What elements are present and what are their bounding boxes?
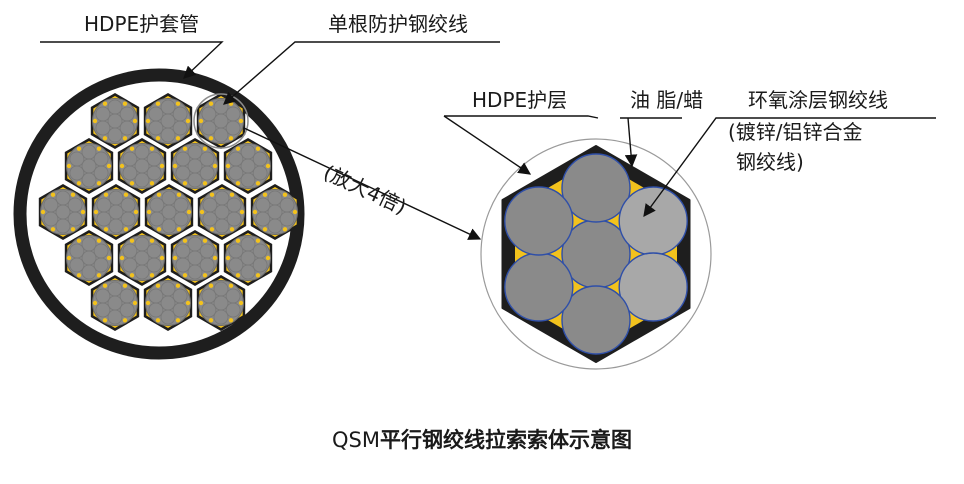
title-main: 平行钢绞线拉索索体示意图 bbox=[379, 428, 632, 452]
protected-strand bbox=[38, 184, 88, 240]
outer-wire bbox=[561, 285, 631, 355]
protected-strand bbox=[91, 184, 141, 240]
outer-wire bbox=[618, 252, 688, 322]
protected-strand bbox=[223, 230, 273, 286]
label-hdpe-sheath: HDPE护套管 bbox=[84, 12, 200, 36]
protected-strand bbox=[143, 275, 193, 331]
label-single-strand: 单根防护钢绞线 bbox=[328, 12, 468, 36]
protected-strand bbox=[143, 93, 193, 149]
protected-strand bbox=[223, 138, 273, 194]
label-galvanized-line2: 钢绞线) bbox=[736, 150, 804, 174]
leader-epoxy bbox=[643, 117, 936, 218]
leader-grease bbox=[620, 117, 682, 168]
outer-wire bbox=[504, 186, 574, 256]
protected-strand bbox=[90, 275, 140, 331]
strand-array bbox=[38, 93, 300, 331]
protected-strand bbox=[196, 275, 246, 331]
leader-single-strand bbox=[223, 41, 500, 105]
outer-wire bbox=[618, 186, 688, 256]
protected-strand bbox=[90, 93, 140, 149]
protected-strand bbox=[197, 184, 247, 240]
protected-strand bbox=[170, 230, 220, 286]
protected-strand bbox=[117, 138, 167, 194]
label-grease: 油 脂/蜡 bbox=[630, 88, 704, 112]
outer-wire bbox=[561, 153, 631, 223]
protected-strand bbox=[170, 138, 220, 194]
leader-lines bbox=[40, 41, 936, 240]
outer-wire bbox=[504, 252, 574, 322]
cable-cross-section bbox=[13, 68, 305, 360]
single-strand-detail bbox=[480, 138, 712, 370]
label-hdpe-layer: HDPE护层 bbox=[472, 88, 568, 112]
protected-strand bbox=[250, 184, 300, 240]
protected-strand bbox=[196, 93, 246, 149]
protected-strand bbox=[144, 184, 194, 240]
protected-strand bbox=[64, 138, 114, 194]
label-galvanized-line1: (镀锌/铝锌合金 bbox=[728, 120, 863, 144]
leader-hdpe-sheath bbox=[40, 41, 224, 79]
label-epoxy-strand: 环氧涂层钢绞线 bbox=[748, 88, 888, 112]
diagram-title: QSM平行钢绞线拉索索体示意图 bbox=[0, 426, 964, 454]
protected-strand bbox=[64, 230, 114, 286]
detail-wires bbox=[504, 153, 688, 355]
leader-hdpe-layer-arrow bbox=[443, 115, 532, 175]
leader-magnify bbox=[243, 127, 482, 240]
leader-hdpe-layer bbox=[444, 115, 599, 119]
protected-strand bbox=[117, 230, 167, 286]
title-prefix: QSM bbox=[332, 428, 380, 452]
highlighted-strand-outline bbox=[193, 93, 249, 149]
